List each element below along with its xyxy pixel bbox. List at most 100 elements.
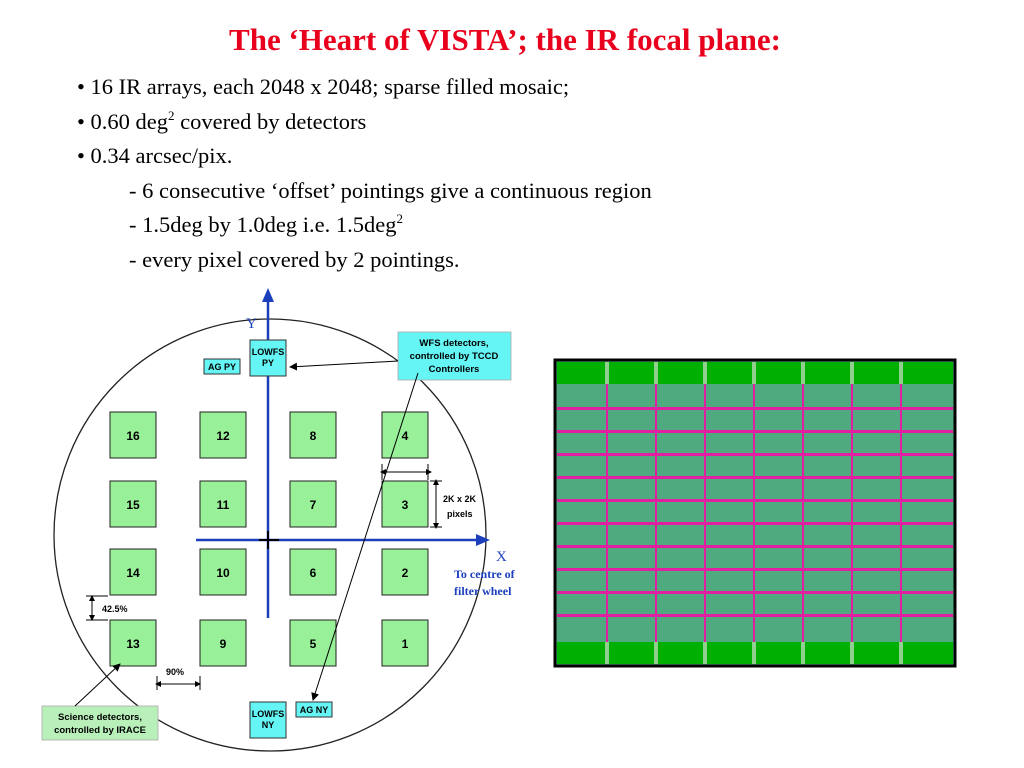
mosaic-top-col-shade-5 — [801, 362, 805, 384]
science-callout-line-2: controlled by IRACE — [54, 725, 146, 736]
detector-11-label: 11 — [217, 498, 230, 512]
mosaic-top-col-shade-1 — [605, 362, 609, 384]
bullet-pixel-scale: • 0.34 arcsec/pix. — [77, 143, 233, 168]
detector-15 — [109, 480, 157, 528]
detector-3-label: 3 — [402, 498, 409, 512]
ag-ny-box — [295, 701, 333, 718]
mosaic-bottom-col-shade-1 — [605, 642, 609, 664]
bullet-arrays: • 16 IR arrays, each 2048 x 2048; sparse… — [77, 74, 570, 99]
detector-grid: 16 12 8 4 15 11 7 3 14 10 6 2 13 9 5 1 — [109, 411, 429, 667]
sub-bullet-pointings: - 6 consecutive ‘offset’ pointings give … — [129, 177, 652, 203]
sub-bullet-region-text: - 1.5deg by 1.0deg i.e. 1.5deg — [129, 212, 397, 237]
wfs-arrow-to-ag-ny — [311, 372, 419, 701]
lowfs-py-label-line-1: LOWFS — [252, 347, 285, 357]
mosaic-bottom-col-shade-5 — [801, 642, 805, 664]
lowfs-ny-label-line-1: LOWFS — [252, 709, 285, 719]
horizontal-gap-label: 90% — [166, 667, 184, 677]
y-axis-arrowhead — [262, 288, 274, 302]
detector-16 — [109, 411, 157, 459]
coverage-mosaic — [553, 358, 957, 668]
mosaic-col-line-4 — [753, 362, 755, 664]
detector-15-label: 15 — [126, 498, 140, 512]
science-callout-line-1: Science detectors, — [58, 712, 142, 723]
mosaic-bottom-col-shade-7 — [899, 642, 903, 664]
detector-6 — [289, 548, 337, 596]
x-axis-label: X — [496, 549, 507, 565]
bullet-list: • 16 IR arrays, each 2048 x 2048; sparse… — [77, 70, 652, 277]
detector-12-label: 12 — [216, 429, 230, 443]
science-callout-box — [41, 705, 159, 741]
mosaic-col-line-1 — [606, 362, 608, 664]
mosaic-bottom-col-shade-2 — [654, 642, 658, 664]
bullet-coverage-text: • 0.60 deg — [77, 108, 168, 134]
detector-9-label: 9 — [220, 637, 227, 651]
science-arrow-to-detector — [74, 663, 121, 707]
mosaic-top-col-shade-4 — [752, 362, 756, 384]
wfs-callout-line-3: Controllers — [429, 364, 480, 375]
mosaic-bottom-col-shade-6 — [850, 642, 854, 664]
x-axis-arrowhead — [476, 534, 490, 546]
detector-10 — [199, 548, 247, 596]
sub-bullet-coverage: - every pixel covered by 2 pointings. — [129, 246, 460, 272]
detector-8-label: 8 — [310, 429, 317, 443]
mosaic-top-col-shade-3 — [703, 362, 707, 384]
detector-3 — [381, 480, 429, 528]
detector-10-label: 10 — [216, 566, 230, 580]
pixel-size-label-line-2: pixels — [447, 509, 473, 519]
detector-6-label: 6 — [310, 566, 317, 580]
bullet-coverage-tail: covered by detectors — [174, 108, 367, 134]
mosaic-col-line-6 — [851, 362, 853, 664]
y-axis-label: Y — [246, 316, 257, 332]
mosaic-top-col-shade-2 — [654, 362, 658, 384]
bullet-coverage-superscript: 2 — [168, 107, 175, 123]
detector-11 — [199, 480, 247, 528]
wfs-callout-line-1: WFS detectors, — [419, 338, 488, 349]
mosaic-top-col-shade-7 — [899, 362, 903, 384]
x-axis-note-line-2: filter wheel — [454, 584, 512, 598]
bullet-coverage: • 0.60 deg2 covered by detectors — [77, 105, 652, 140]
x-axis-note-line-1: To centre of — [454, 567, 516, 581]
detector-1-label: 1 — [402, 637, 409, 651]
wfs-callout-box — [397, 331, 512, 381]
detector-9 — [199, 619, 247, 667]
vertical-gap-label: 42.5% — [102, 604, 128, 614]
page-title: The ‘Heart of VISTA’; the IR focal plane… — [229, 22, 781, 57]
wfs-callout-line-2: controlled by TCCD — [410, 351, 499, 362]
detector-7-label: 7 — [310, 498, 317, 512]
detector-16-label: 16 — [126, 429, 140, 443]
mosaic-top-col-shade-6 — [850, 362, 854, 384]
detector-2-label: 2 — [402, 566, 409, 580]
sub-bullet-region: - 1.5deg by 1.0deg i.e. 1.5deg2 — [77, 208, 652, 243]
detector-4 — [381, 411, 429, 459]
mosaic-bottom-col-shade-4 — [752, 642, 756, 664]
detector-5-label: 5 — [310, 637, 317, 651]
detector-12 — [199, 411, 247, 459]
focal-plane-circle — [53, 318, 487, 752]
ag-py-box — [203, 358, 241, 375]
lowfs-py-label-line-2: PY — [262, 358, 274, 368]
mosaic-col-line-7 — [900, 362, 902, 664]
mosaic-bottom-col-shade-3 — [703, 642, 707, 664]
mosaic-col-line-5 — [802, 362, 804, 664]
ag-py-label: AG PY — [208, 362, 236, 372]
mosaic-col-line-2 — [655, 362, 657, 664]
detector-4-label: 4 — [402, 429, 409, 443]
detector-14-label: 14 — [126, 566, 140, 580]
sub-bullet-region-superscript: 2 — [396, 211, 403, 226]
lowfs-ny-box — [249, 701, 287, 739]
lowfs-py-box — [249, 339, 287, 377]
detector-13-label: 13 — [126, 637, 140, 651]
detector-5 — [289, 619, 337, 667]
ag-ny-label: AG NY — [300, 705, 329, 715]
wfs-arrow-to-lowfs-py — [289, 360, 399, 371]
detector-8 — [289, 411, 337, 459]
detector-14 — [109, 548, 157, 596]
detector-13 — [109, 619, 157, 667]
detector-7 — [289, 480, 337, 528]
mosaic-col-line-3 — [704, 362, 706, 664]
lowfs-ny-label-line-2: NY — [262, 720, 275, 730]
detector-2 — [381, 548, 429, 596]
detector-1 — [381, 619, 429, 667]
pixel-size-label-line-1: 2K x 2K — [443, 494, 477, 504]
